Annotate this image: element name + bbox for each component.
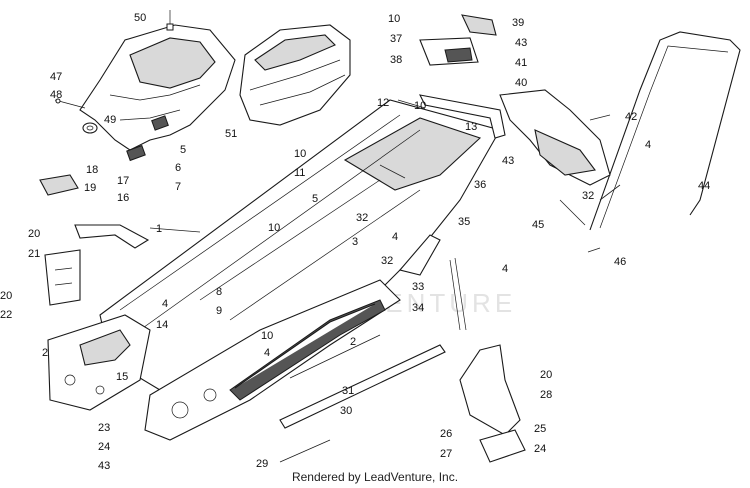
callout-20b: 20 [0, 290, 12, 302]
callout-10c: 10 [261, 330, 273, 342]
rod-30 [279, 344, 446, 429]
callout-10e: 10 [388, 13, 400, 25]
tunnel-frame-1 [99, 99, 501, 391]
callout-48: 48 [50, 89, 62, 101]
callout-4a: 4 [162, 298, 168, 310]
side-panel-left-2 [47, 314, 151, 411]
callout-19: 19 [84, 182, 96, 194]
callout-38: 38 [390, 54, 402, 66]
callout-46: 46 [614, 256, 626, 268]
callout-11: 11 [294, 167, 305, 179]
side-rail-34 [449, 257, 467, 331]
rail-31 [289, 334, 381, 379]
callout-labels: 50 47 48 49 51 18 19 17 16 5 6 7 20 21 2… [0, 12, 710, 472]
callout-50: 50 [134, 12, 146, 24]
callout-24b: 24 [534, 443, 546, 455]
callout-4d: 4 [502, 263, 508, 275]
bag-bolt-50 [166, 10, 174, 31]
callout-4b: 4 [264, 347, 270, 359]
callout-24a: 24 [98, 441, 110, 453]
callout-21: 21 [28, 248, 40, 260]
callout-2b: 2 [350, 336, 356, 348]
callout-31: 31 [342, 385, 354, 397]
callout-16: 16 [117, 192, 129, 204]
callout-5b: 5 [312, 193, 318, 205]
callout-39: 39 [512, 17, 524, 29]
rear-bumper-44 [589, 31, 741, 231]
callout-51: 51 [225, 128, 237, 140]
callout-41: 41 [515, 57, 527, 69]
callout-36: 36 [474, 179, 486, 191]
callout-4c: 4 [392, 231, 398, 243]
cover-51 [239, 24, 351, 126]
callout-6: 6 [175, 162, 181, 174]
callout-10d: 10 [414, 100, 426, 112]
callout-26: 26 [440, 428, 452, 440]
callout-43b: 43 [515, 37, 527, 49]
callout-27: 27 [440, 448, 452, 460]
callout-32c: 32 [582, 190, 594, 202]
bag-strap-48 [54, 98, 86, 109]
strut-19 [74, 224, 150, 249]
seat-bag-47 [79, 24, 236, 162]
callout-47: 47 [50, 71, 62, 83]
callout-20c: 20 [540, 369, 552, 381]
callout-40: 40 [515, 77, 527, 89]
callout-17: 17 [117, 175, 129, 187]
leader-lines [149, 99, 621, 253]
callout-18: 18 [86, 164, 98, 176]
callout-5a: 5 [180, 144, 186, 156]
bracket-18 [39, 174, 79, 196]
callout-34: 34 [412, 302, 424, 314]
callout-28: 28 [540, 389, 552, 401]
callout-45: 45 [532, 219, 544, 231]
callout-10b: 10 [268, 222, 280, 234]
callout-30: 30 [340, 405, 352, 417]
callout-4e: 4 [645, 139, 651, 151]
callout-13: 13 [465, 121, 477, 133]
heel-plate [459, 344, 526, 463]
rod-29 [279, 439, 331, 463]
callout-23: 23 [98, 422, 110, 434]
footer-credit: Rendered by LeadVenture, Inc. [291, 470, 459, 484]
callout-29: 29 [256, 458, 268, 470]
bracket-37-38 [419, 37, 479, 66]
callout-8: 8 [216, 286, 222, 298]
callout-37: 37 [390, 33, 402, 45]
callout-20a: 20 [28, 228, 40, 240]
running-board-3 [229, 299, 386, 401]
callout-32a: 32 [356, 212, 368, 224]
callout-22: 22 [0, 309, 12, 321]
callout-10a: 10 [294, 148, 306, 160]
callout-35: 35 [458, 216, 470, 228]
callout-14: 14 [156, 319, 168, 331]
rear-flap-40 [499, 89, 611, 186]
callout-9: 9 [216, 305, 222, 317]
callout-1: 1 [156, 223, 162, 235]
callout-7: 7 [175, 181, 181, 193]
callout-49: 49 [104, 114, 116, 126]
bracket-39 [461, 14, 497, 36]
hitch-bar-13 [419, 94, 506, 139]
callout-25: 25 [534, 423, 546, 435]
callout-43c: 43 [502, 155, 514, 167]
bracket-21 [44, 249, 81, 306]
bag-washer-49 [82, 122, 98, 134]
callout-33: 33 [412, 281, 424, 293]
side-bracket-33 [399, 234, 441, 276]
callout-12: 12 [377, 97, 389, 109]
callout-44: 44 [698, 180, 710, 192]
callout-32b: 32 [381, 255, 393, 267]
callout-3: 3 [352, 236, 358, 248]
callout-15: 15 [116, 371, 128, 383]
callout-2a: 2 [42, 347, 48, 359]
callout-42: 42 [625, 111, 637, 123]
callout-43a: 43 [98, 460, 110, 472]
